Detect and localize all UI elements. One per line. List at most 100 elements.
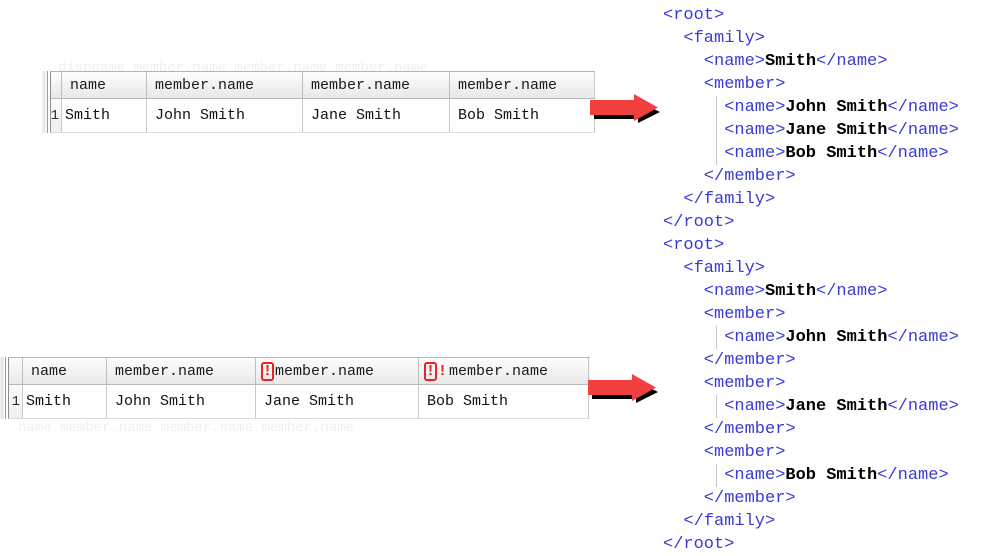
xml-tag: </root> <box>663 213 735 232</box>
data-cell-2[interactable]: Jane Smith <box>256 385 419 418</box>
xml-line: <name>Bob Smith</name> <box>663 464 959 487</box>
xml-line: <name>Smith</name> <box>663 50 959 73</box>
cell-value: Smith <box>65 107 111 124</box>
xml-text-node: Smith <box>765 52 817 71</box>
column-header-label: member.name <box>458 76 558 94</box>
cell-value: John Smith <box>155 107 246 124</box>
xml-tag: <name> <box>703 282 766 301</box>
data-cell-0[interactable]: Smith <box>62 99 147 132</box>
grid-corner-cell <box>51 72 62 98</box>
table-row[interactable]: 1 Smith John Smith Jane Smith Bob Smith <box>51 99 595 132</box>
error-marker-icon[interactable]: ! <box>261 361 274 381</box>
row-number-cell: 1 <box>51 99 62 132</box>
xml-line: <family> <box>663 27 959 50</box>
xml-line: <name>Jane Smith</name> <box>663 119 959 142</box>
xml-text-node: Smith <box>765 282 817 301</box>
xml-line: <member> <box>663 441 959 464</box>
xml-tag: <family> <box>683 259 766 278</box>
xml-separate: <root><family><name>Smith</name><member>… <box>663 234 959 556</box>
error-marker-icon[interactable]: ! <box>424 361 437 381</box>
data-cell-2[interactable]: Jane Smith <box>303 99 450 132</box>
xml-line: <root> <box>663 4 959 27</box>
column-header-3[interactable]: ! ! member.name <box>419 358 589 384</box>
xml-line: <member> <box>663 372 959 395</box>
grid-header-row: name member.name ! member.name ! ! membe… <box>9 358 590 385</box>
xml-tag: </family> <box>683 512 776 531</box>
column-header-0[interactable]: name <box>62 72 147 98</box>
cell-value: John Smith <box>115 393 206 410</box>
xml-text-node: John Smith <box>785 328 888 347</box>
xml-line: <family> <box>663 257 959 280</box>
xml-tag: </name> <box>816 52 888 71</box>
xml-line: <name>John Smith</name> <box>663 96 959 119</box>
xml-tag: </name> <box>887 397 959 416</box>
data-cell-3[interactable]: Bob Smith <box>450 99 595 132</box>
column-header-2[interactable]: ! member.name <box>256 358 419 384</box>
column-header-0[interactable]: name <box>23 358 107 384</box>
xml-tag: </member> <box>703 351 796 370</box>
xml-tag: <name> <box>724 144 786 163</box>
xml-tag: <name> <box>724 397 786 416</box>
result-grid-wrong[interactable]: name member.name member.name member.name… <box>42 71 595 133</box>
grid-gutter-strip <box>42 71 48 133</box>
xml-tag: <name> <box>703 52 766 71</box>
cell-value: Jane Smith <box>264 393 355 410</box>
xml-text-node: Bob Smith <box>785 466 878 485</box>
column-header-label: member.name <box>275 362 375 380</box>
xml-line: <member> <box>663 73 959 96</box>
error-marker-secondary-icon[interactable]: ! <box>438 362 448 380</box>
column-header-1[interactable]: member.name <box>107 358 256 384</box>
row-number: 1 <box>51 107 59 124</box>
xml-line: </member> <box>663 418 959 441</box>
arrow-body <box>588 374 656 401</box>
xml-tag: <name> <box>724 328 786 347</box>
column-header-3[interactable]: member.name <box>450 72 595 98</box>
xml-tag: </name> <box>877 144 949 163</box>
xml-tag: </member> <box>703 420 796 439</box>
xml-tag: </family> <box>683 190 776 209</box>
xml-tag: </name> <box>877 466 949 485</box>
xml-tag: <name> <box>724 466 786 485</box>
column-header-2[interactable]: member.name <box>303 72 450 98</box>
xml-line: <name>John Smith</name> <box>663 326 959 349</box>
xml-tag: <member> <box>703 305 786 324</box>
column-header-label: member.name <box>311 76 411 94</box>
xml-line: </root> <box>663 533 959 556</box>
data-cell-1[interactable]: John Smith <box>147 99 303 132</box>
xml-tag: <family> <box>683 29 766 48</box>
xml-line: <name>Bob Smith</name> <box>663 142 959 165</box>
xml-line: </member> <box>663 349 959 372</box>
data-cell-3[interactable]: Bob Smith <box>419 385 589 418</box>
xml-text-node: John Smith <box>785 98 888 117</box>
ghost-text-bottom: name member.name member.name member.name <box>18 420 355 436</box>
table-row[interactable]: 1 Smith John Smith Jane Smith Bob Smith <box>9 385 590 418</box>
arrow-top <box>590 93 668 135</box>
result-grid-flagged[interactable]: name member.name ! member.name ! ! membe… <box>0 357 590 419</box>
xml-tag: <member> <box>703 443 786 462</box>
xml-line: <name>Smith</name> <box>663 280 959 303</box>
xml-tag: </member> <box>703 489 796 508</box>
xml-line: </family> <box>663 510 959 533</box>
xml-line: <root> <box>663 234 959 257</box>
arrow-body <box>590 94 658 121</box>
column-header-label: name <box>31 362 68 380</box>
xml-tag: <root> <box>663 236 725 255</box>
xml-text-node: Jane Smith <box>785 121 888 140</box>
xml-text-node: Jane Smith <box>785 397 888 416</box>
cell-value: Bob Smith <box>427 393 509 410</box>
xml-tag: <name> <box>724 121 786 140</box>
xml-tag: </name> <box>816 282 888 301</box>
data-cell-0[interactable]: Smith <box>23 385 107 418</box>
xml-tag: <name> <box>724 98 786 117</box>
xml-line: <name>Jane Smith</name> <box>663 395 959 418</box>
column-header-1[interactable]: member.name <box>147 72 303 98</box>
xml-line: </member> <box>663 487 959 510</box>
grid-header-row: name member.name member.name member.name <box>51 72 595 99</box>
data-cell-1[interactable]: John Smith <box>107 385 256 418</box>
cell-value: Smith <box>26 393 72 410</box>
xml-line: </family> <box>663 188 959 211</box>
xml-text-node: Bob Smith <box>785 144 878 163</box>
column-header-label: member.name <box>449 362 549 380</box>
column-header-label: member.name <box>115 362 215 380</box>
column-header-label: name <box>70 76 107 94</box>
